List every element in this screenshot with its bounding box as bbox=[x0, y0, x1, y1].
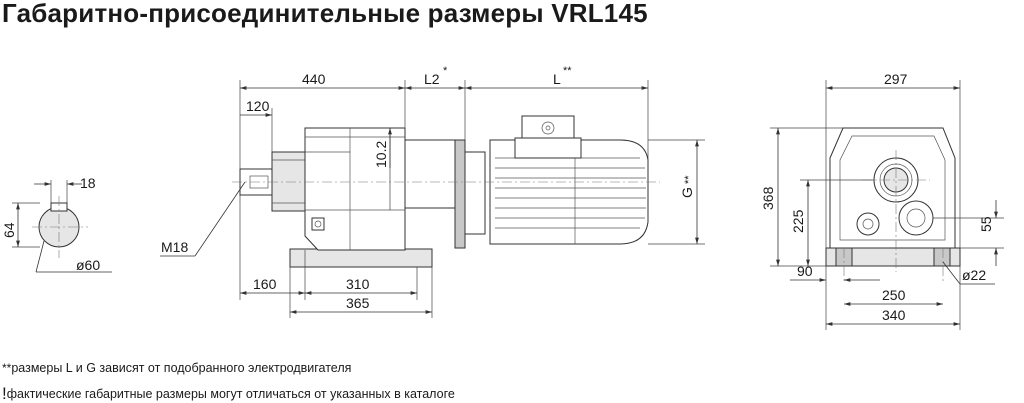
dim-l2: L2 bbox=[424, 71, 440, 87]
intermediate-shaft bbox=[898, 200, 934, 236]
dim-flange-offset: 10.2 bbox=[373, 141, 389, 168]
dim-motor-height: G bbox=[679, 187, 695, 198]
dim-foot-span: 310 bbox=[346, 276, 370, 292]
dim-motor-length-mark: ** bbox=[563, 65, 572, 77]
dim-shaft-length: 120 bbox=[246, 98, 270, 114]
motor-adapter bbox=[404, 139, 456, 209]
drain-port bbox=[856, 212, 880, 236]
dim-motor-height-mark: ** bbox=[683, 175, 695, 184]
dim-shaft-height: 64 bbox=[1, 222, 17, 238]
dim-l2-mark: * bbox=[443, 65, 448, 77]
dim-thread: M18 bbox=[161, 239, 188, 255]
dim-hole-span: 250 bbox=[882, 287, 906, 303]
dim-foot-length: 365 bbox=[346, 295, 370, 311]
side-view: 440 L2 * L ** 120 10.2 G ** M18 160 bbox=[160, 65, 705, 318]
dim-axis-offset: 55 bbox=[978, 216, 994, 232]
terminal-box bbox=[521, 115, 575, 141]
dim-axis-height: 225 bbox=[790, 209, 806, 233]
drawing-title: Габаритно-присоединительные размеры VRL1… bbox=[2, 0, 648, 28]
foot-plate bbox=[289, 248, 433, 268]
dim-motor-length: L bbox=[553, 71, 561, 87]
motor-neck bbox=[464, 151, 486, 235]
end-view: 297 368 225 55 90 ø22 250 340 bbox=[760, 71, 1004, 330]
end-foot bbox=[825, 247, 961, 267]
footnote-text: фактические габаритные размеры могут отл… bbox=[6, 387, 455, 401]
dim-base-width: 340 bbox=[882, 307, 906, 323]
dim-shaft-diameter: ø60 bbox=[76, 257, 100, 273]
footnote-mark: ! bbox=[2, 384, 7, 403]
dim-hole-diameter: ø22 bbox=[962, 267, 986, 283]
terminal-box-base bbox=[514, 137, 582, 159]
dim-foot-edge: 90 bbox=[797, 263, 813, 279]
footnote-text: размеры L и G зависят от подобранного эл… bbox=[11, 361, 352, 375]
dim-end-width: 297 bbox=[884, 71, 908, 87]
footnote-mark: ** bbox=[2, 361, 12, 375]
bearing-housing bbox=[271, 151, 306, 212]
shaft-section-view: 18 64 ø60 bbox=[1, 175, 112, 273]
motor-flange bbox=[454, 139, 466, 249]
drain-plug bbox=[311, 217, 325, 231]
dim-overall-length: 440 bbox=[302, 71, 326, 87]
dim-key-width: 18 bbox=[80, 175, 96, 191]
footnote-motor-dimensions: **размеры L и G зависят от подобранного … bbox=[2, 361, 351, 375]
dim-end-height: 368 bbox=[760, 186, 776, 210]
footnote-disclaimer: !фактические габаритные размеры могут от… bbox=[2, 383, 455, 403]
dim-foot-offset: 160 bbox=[253, 276, 277, 292]
